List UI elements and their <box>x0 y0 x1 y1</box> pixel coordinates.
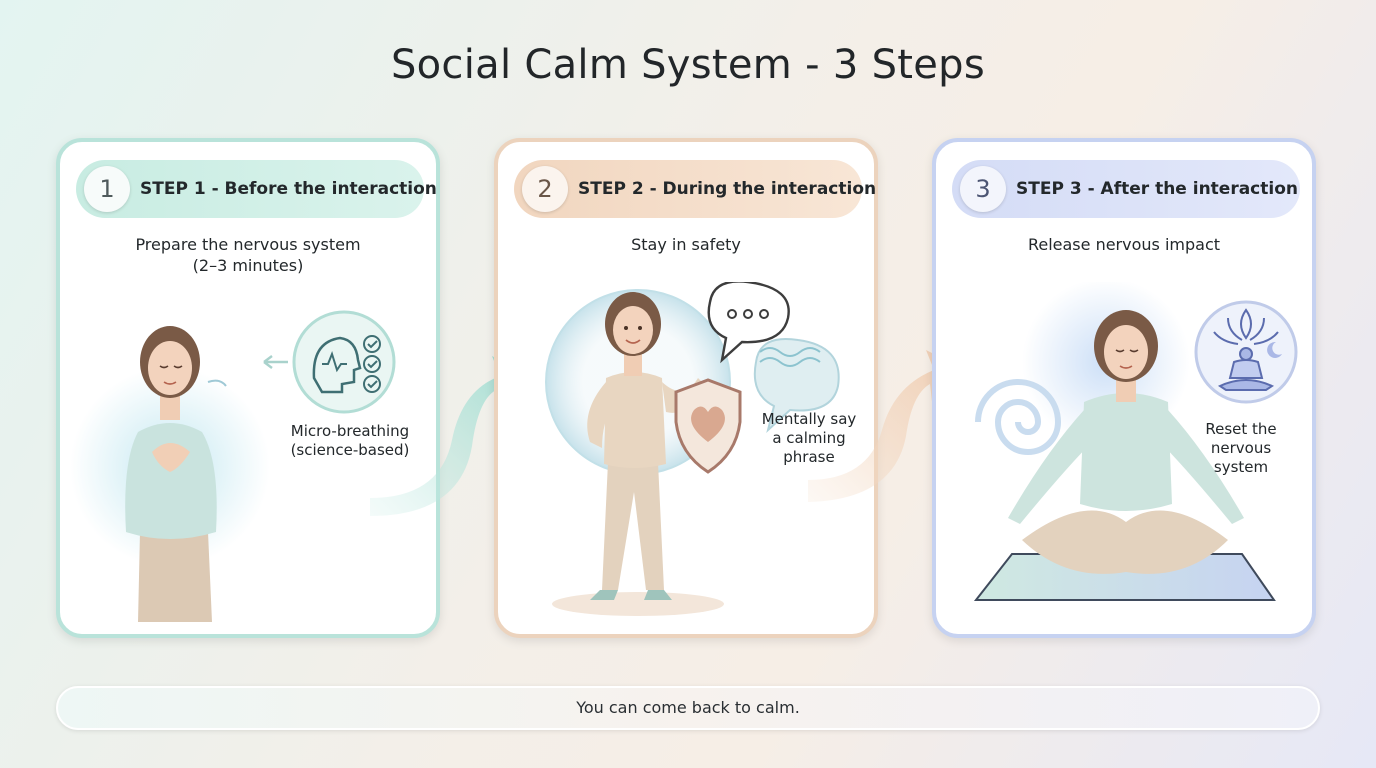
step-2-note: Mentally say a calming phrase <box>734 410 884 467</box>
step-1-header: 1 STEP 1 - Before the interaction <box>76 160 437 218</box>
step-2-note-line-1: Mentally say <box>761 410 857 428</box>
brain-checklist-icon <box>292 310 396 414</box>
step-3-card: 3 STEP 3 - After the interaction Release… <box>932 138 1316 638</box>
arrow-left-icon <box>263 355 288 369</box>
step-1-subtitle: Prepare the nervous system (2–3 minutes) <box>60 234 436 276</box>
step-3-label: STEP 3 - After the interaction <box>1016 179 1298 199</box>
step-1-subtitle-line-2: (2–3 minutes) <box>192 256 304 275</box>
step-3-note-line-3: system <box>1213 458 1269 476</box>
step-2-subtitle-line-1: Stay in safety <box>631 235 741 254</box>
flow-arrow-2-icon <box>808 350 966 502</box>
step-3-note: Reset the nervous system <box>1186 420 1296 477</box>
step-3-number-badge: 3 <box>960 166 1006 212</box>
step-2-illustration <box>545 282 840 616</box>
step-3-note-line-1: Reset the <box>1205 420 1277 438</box>
step-1-note-line-2: (science-based) <box>290 441 410 459</box>
spiral-release-icon <box>975 379 1062 455</box>
step-2-number-badge: 2 <box>522 166 568 212</box>
ground-shadow <box>552 592 724 616</box>
step-2-label: STEP 2 - During the interaction <box>578 179 877 199</box>
speech-bubble-icon <box>707 282 840 433</box>
step-2-note-line-2: a calming <box>772 429 846 447</box>
step-1-note: Micro-breathing (science-based) <box>270 422 430 460</box>
step-3-header: 3 STEP 3 - After the interaction <box>952 160 1300 218</box>
footer-message: You can come back to calm. <box>56 686 1320 730</box>
step-3-subtitle: Release nervous impact <box>936 234 1312 255</box>
step-1-note-line-1: Micro-breathing <box>290 422 410 440</box>
step-3-note-line-2: nervous <box>1210 439 1272 457</box>
meditation-lotus-icon <box>1194 300 1298 404</box>
step-1-card: 1 STEP 1 - Before the interaction Prepar… <box>56 138 440 638</box>
step-3-subtitle-line-1: Release nervous impact <box>1027 235 1221 254</box>
page-title: Social Calm System - 3 Steps <box>390 42 986 88</box>
step-1-number-badge: 1 <box>84 166 130 212</box>
step-1-label: STEP 1 - Before the interaction <box>140 179 437 199</box>
woman-standing-figure <box>587 292 704 600</box>
step-3-illustration <box>973 282 1298 601</box>
breath-wisp <box>207 379 227 387</box>
step-1-illustration <box>70 310 396 622</box>
heart-shield-icon <box>674 378 742 474</box>
step-2-header: 2 STEP 2 - During the interaction <box>514 160 876 218</box>
step-2-card: 2 STEP 2 - During the interaction Stay i… <box>494 138 878 638</box>
woman-meditating-figure <box>1008 310 1244 574</box>
woman-breathing-figure <box>125 326 217 622</box>
step-2-note-line-3: phrase <box>783 448 835 466</box>
step-1-subtitle-line-1: Prepare the nervous system <box>135 235 361 254</box>
step-2-subtitle: Stay in safety <box>498 234 874 255</box>
yoga-mat <box>973 553 1276 601</box>
